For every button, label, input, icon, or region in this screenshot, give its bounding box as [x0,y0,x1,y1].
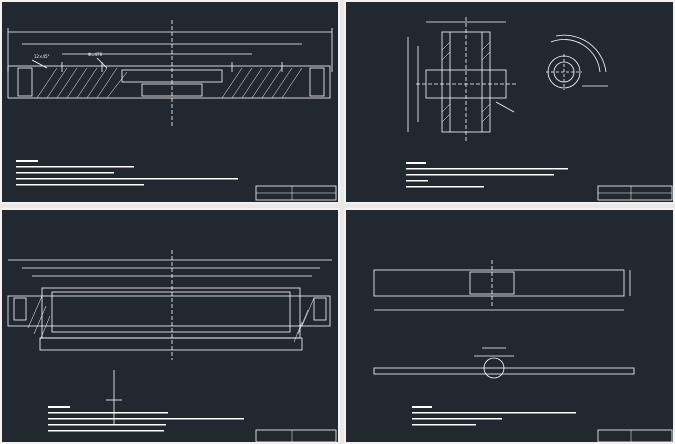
sheet-2-drawing [406,17,673,201]
sheet-1-drawing: 12×45° Φ=470 [7,20,337,201]
sheet-3-drawing [7,250,337,442]
diameter-label: Φ=470 [88,52,103,57]
drawing-sheet-1: 12×45° Φ=470 [0,0,340,204]
chamfer-label: 12×45° [34,54,50,59]
title-block [255,429,337,442]
sheet-4-drawing [373,260,673,442]
drawing-sheet-2 [344,0,675,204]
title-block [597,429,673,442]
drawing-sheet-4 [344,208,675,444]
drawing-sheet-3 [0,208,340,444]
